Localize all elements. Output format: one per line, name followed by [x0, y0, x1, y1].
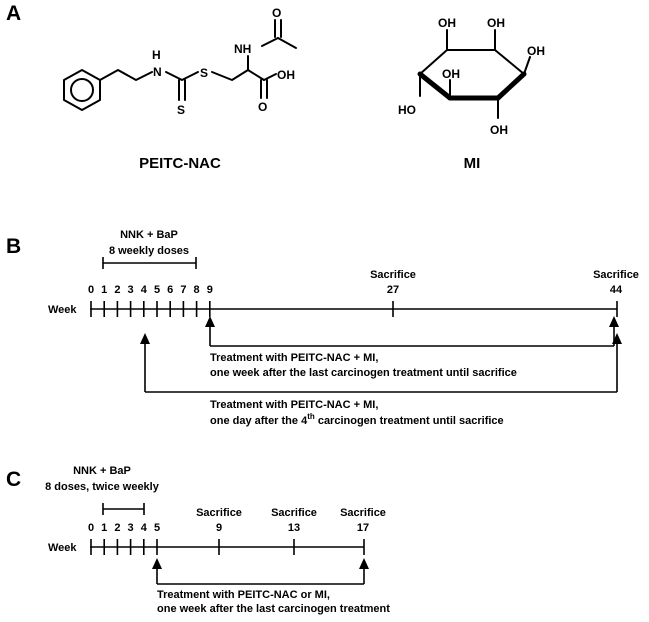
c-sacrifice-week-17: 17	[357, 522, 369, 534]
mi-oh-4: OH	[442, 67, 460, 81]
b-treatment-2-right-arrowhead	[612, 333, 622, 344]
b-dose-bracket	[102, 257, 197, 269]
atom-nh: NH	[234, 42, 251, 56]
c-week-tick-label-0: 0	[88, 522, 94, 534]
b-week-tick-label-9: 9	[207, 284, 213, 296]
b-dose-label-2: 8 weekly doses	[109, 245, 189, 257]
mi-oh-bond-3	[523, 56, 531, 75]
mi-ring-bond-1	[419, 49, 448, 75]
b-treatment-2-sup: th	[307, 412, 315, 421]
b-week-tick-label-3: 3	[128, 284, 134, 296]
panel-c-label: C	[6, 468, 21, 491]
b-treatment-2-arrow	[140, 333, 622, 393]
panel-a-label: A	[6, 2, 21, 25]
atom-n: N	[153, 65, 162, 79]
panel-c: C NNK + BaP 8 doses, twice weekly Sacrif…	[6, 465, 390, 615]
atom-oh: OH	[277, 68, 295, 82]
atom-o-acetyl: O	[272, 6, 281, 20]
b-treatment-1-arrow	[205, 316, 619, 347]
mi-oh-1: OH	[438, 16, 456, 30]
b-sacrifice-word-1: Sacrifice	[370, 269, 416, 281]
c-treatment-line-1: Treatment with PEITC-NAC or MI,	[157, 589, 330, 601]
peitc-nac-structure: H N S S NH O OH O	[63, 6, 297, 117]
c-sacrifice-word-1: Sacrifice	[196, 507, 242, 519]
c-week-tick-label-5: 5	[154, 522, 160, 534]
benzene-aromatic-circle	[70, 78, 94, 102]
c-sacrifice-word-2: Sacrifice	[271, 507, 317, 519]
panel-b: B NNK + BaP 8 weekly doses Sacrifice 27 …	[6, 229, 639, 427]
b-treatment-2-line-2: one day after the 4th carcinogen treatme…	[210, 412, 504, 427]
c-sacrifice-week-13: 13	[288, 522, 300, 534]
b-sacrifice-week-44: 44	[610, 284, 623, 296]
atom-h: H	[152, 48, 161, 62]
b-sacrifice-week-27: 27	[387, 284, 399, 296]
c-dose-label-2: 8 doses, twice weekly	[45, 481, 160, 493]
b-week-tick-label-5: 5	[154, 284, 160, 296]
mi-name: MI	[464, 155, 481, 172]
b-treatment-1-right-arrowhead	[609, 316, 619, 327]
ethyl-chain	[99, 69, 153, 81]
benzene-ring	[63, 69, 101, 111]
c-treatment-right-arrowhead	[359, 558, 369, 569]
c-week-tick-label-1: 1	[101, 522, 107, 534]
atom-s: S	[200, 66, 208, 80]
b-treatment-1-line-2: one week after the last carcinogen treat…	[210, 367, 517, 379]
b-sacrifice-word-2: Sacrifice	[593, 269, 639, 281]
c-week-tick-label-2: 2	[114, 522, 120, 534]
b-dose-label-1: NNK + BaP	[120, 229, 178, 241]
mi-ho-1: HO	[398, 103, 416, 117]
b-week-label: Week	[48, 304, 77, 316]
b-treatment-2-left-arrowhead	[140, 333, 150, 344]
atom-s-thione: S	[177, 103, 185, 117]
panel-a: A H N S S NH O OH	[6, 2, 545, 172]
panel-b-label: B	[6, 235, 21, 258]
carboxyl-bond	[247, 69, 265, 81]
amide-bond	[261, 37, 279, 47]
c-sacrifice-week-9: 9	[216, 522, 222, 534]
b-week-tick-label-1: 1	[101, 284, 107, 296]
c-treatment-arrow	[152, 558, 369, 585]
b-week-tick-label-2: 2	[114, 284, 120, 296]
b-week-tick-label-6: 6	[167, 284, 173, 296]
mi-ring-bond-3	[494, 49, 525, 75]
mi-oh-2: OH	[487, 16, 505, 30]
c-dose-bracket	[102, 503, 145, 515]
thiourea-chain	[165, 71, 199, 81]
c-week-label: Week	[48, 542, 77, 554]
mi-structure: OH OH OH OH HO OH	[398, 16, 545, 137]
carboxyl-oh-bond	[263, 73, 277, 81]
c-week-tick-label-4: 4	[141, 522, 148, 534]
b-treatment-1-left-arrowhead	[205, 316, 215, 327]
c-dose-label-1: NNK + BaP	[73, 465, 131, 477]
c-week-tick-label-3: 3	[128, 522, 134, 534]
mi-ring-bond-6	[417, 71, 453, 101]
b-week-tick-label-7: 7	[180, 284, 186, 296]
c-treatment-left-arrowhead	[152, 558, 162, 569]
c-treatment-line-2: one week after the last carcinogen treat…	[157, 603, 390, 615]
b-treatment-2-pre: one day after the 4	[210, 415, 308, 427]
c-sacrifice-word-3: Sacrifice	[340, 507, 386, 519]
b-week-tick-label-0: 0	[88, 284, 94, 296]
b-week-tick-label-8: 8	[194, 284, 200, 296]
mi-ring-bond-4	[495, 71, 527, 101]
mi-oh-5: OH	[490, 123, 508, 137]
b-treatment-2-line-1: Treatment with PEITC-NAC + MI,	[210, 399, 378, 411]
thioether-chain	[211, 69, 249, 81]
b-treatment-2-post: carcinogen treatment until sacrifice	[315, 415, 504, 427]
atom-o-carboxyl: O	[258, 100, 267, 114]
b-week-tick-label-4: 4	[141, 284, 148, 296]
mi-oh-3: OH	[527, 44, 545, 58]
peitc-nac-name: PEITC-NAC	[139, 155, 221, 172]
acetyl-methyl-bond	[277, 37, 297, 49]
b-treatment-1-line-1: Treatment with PEITC-NAC + MI,	[210, 352, 378, 364]
